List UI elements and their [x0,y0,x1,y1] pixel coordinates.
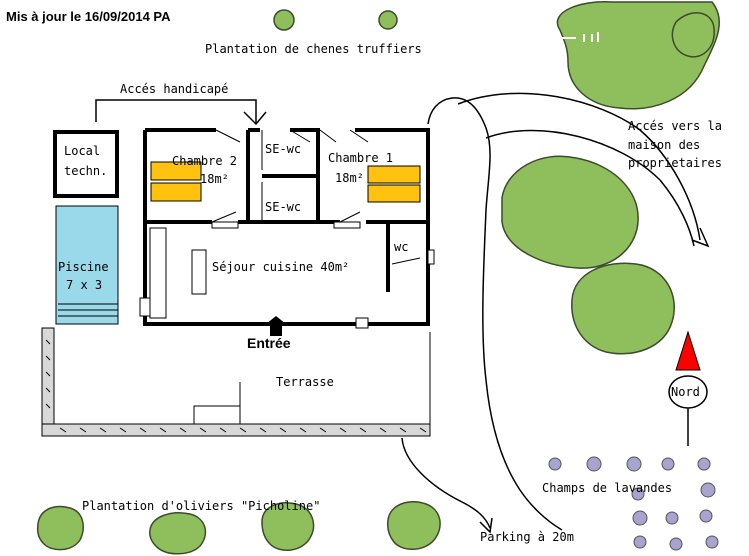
path-left-edge [427,97,563,531]
owners-access-label-3: proprietaires [628,156,722,170]
owners-access-label-1: Accés vers la [628,119,722,133]
tree-right-lower [571,262,675,355]
tree-marks [560,32,599,42]
tree-top-2 [378,10,398,30]
oak-plantation-label: Plantation de chenes truffiers [205,42,422,56]
update-note: Mis à jour le 16/09/2014 PA [6,9,171,24]
local-techn-label-2: techn. [64,164,108,178]
bed-chambre-1-top [367,165,421,184]
lavender-plant [631,487,645,501]
north-label: Nord [671,385,700,399]
path-upper-inner [485,129,695,247]
bedroom-2-area: 18m² [200,172,229,186]
bed-chambre-2-top [150,161,202,181]
lavender-plant [626,456,642,472]
disabled-access-route [95,99,257,124]
se-wc-label-1: SE-wc [265,142,302,156]
house-walls [143,128,430,326]
olive-plantation-label: Plantation d'oliviers "Picholine" [82,499,321,513]
north-arrow-icon [675,330,701,371]
pool-label-2: 7 x 3 [66,278,103,292]
lavender-plant [665,511,679,525]
tree-bottom-left-center [149,512,207,555]
lavender-plant [700,482,716,498]
beds [150,161,421,203]
tree-bottom-center [261,502,315,551]
tree-top-1 [273,9,295,31]
house-doors [211,129,421,265]
lavender-plant [705,535,719,549]
parking-label: Parking à 20m [480,530,574,544]
trees [36,1,721,555]
entrance-arrow [266,316,286,336]
lavender-plant [548,457,562,471]
pool-label-1: Piscine [58,260,109,274]
lavender-plant [586,456,602,472]
se-wc-label-2: SE-wc [265,200,302,214]
lavender-plants [548,456,719,551]
parking-arrow [479,517,493,534]
wc-label: wc [394,240,409,254]
tree-top-right-small [671,12,715,58]
lavender-fields-label: Champs de lavandes [542,481,673,495]
terrace-border [41,327,431,437]
lavender-plant [669,537,683,551]
path-lower [401,437,491,529]
owners-access-label-2: maison des [628,138,701,152]
lavender-plant [699,509,713,523]
bedroom-2-label: Chambre 2 [172,154,238,168]
path-upper-outer [457,92,701,241]
living-kitchen-label: Séjour cuisine 40m² [212,260,350,274]
local-techn-label-1: Local [64,144,101,158]
lavender-plant [633,535,647,549]
pool-ladder [58,303,118,317]
bedroom-1-label: Chambre 1 [328,151,394,165]
path-arrows [479,227,710,534]
entrance-label: Entrée [247,335,291,351]
tree-bottom-right-center [387,500,441,550]
lavender-plant [632,510,648,526]
disabled-access-arrowhead [243,111,267,126]
bed-chambre-2-bottom [150,182,202,202]
kitchen-counters [149,227,207,319]
local-techn-room [53,130,119,198]
outer-wall [143,128,430,326]
kitchen-counter-left [149,227,167,319]
disabled-access-label: Accés handicapé [120,82,229,96]
lavender-plant [661,457,675,471]
tree-right-middle [501,155,639,269]
lavender-plant [697,457,711,471]
owners-access-arrow [691,227,710,248]
terrace-label: Terrasse [276,375,334,389]
terrace-edges [193,332,431,425]
tree-bottom-left [36,505,84,551]
walkways [401,92,701,531]
kitchen-island [191,249,207,295]
bed-chambre-1-bottom [367,184,421,203]
bedroom-1-area: 18m² [335,171,364,185]
